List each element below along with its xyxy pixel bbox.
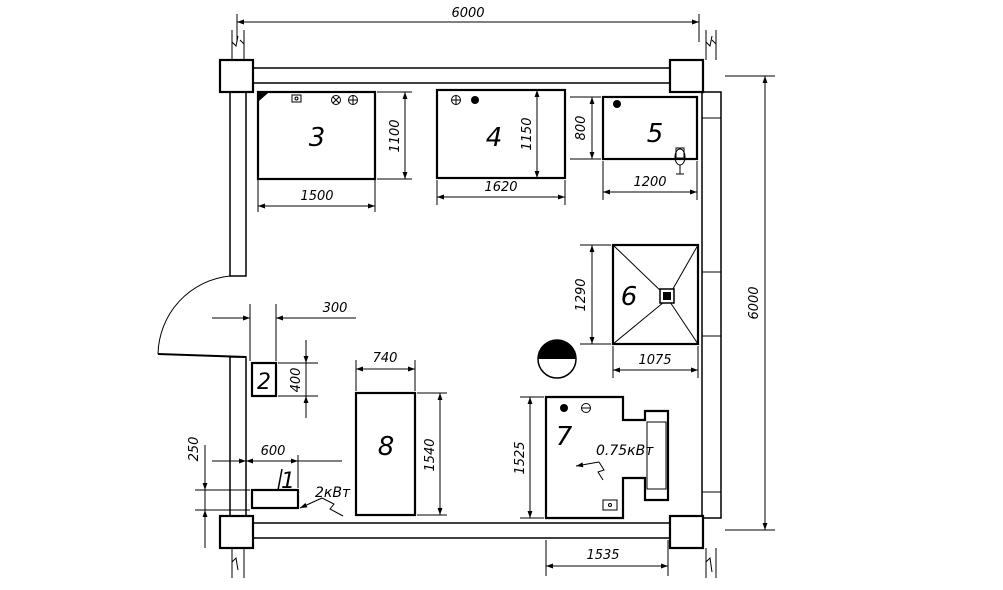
item-6-number: 6 xyxy=(621,282,638,312)
column-bottom-left xyxy=(218,514,255,550)
item-1-width-label: 600 xyxy=(261,444,286,459)
item-4-height-label: 1150 xyxy=(520,117,535,150)
overall-height-label: 6000 xyxy=(747,286,762,319)
item-5-sink: 5 1200 800 xyxy=(570,95,699,200)
item-2-width-label: 300 xyxy=(323,301,348,316)
column-top-left xyxy=(218,58,255,94)
column-bottom-right xyxy=(668,514,705,550)
item-6-height-label: 1290 xyxy=(574,278,589,311)
item-8-number: 8 xyxy=(378,432,395,462)
item-1-heater: 1 2кВт 600 250 xyxy=(187,437,351,548)
item-5-width-label: 1200 xyxy=(633,175,666,190)
overall-width-label: 6000 xyxy=(451,6,484,21)
item-8-table: 8 740 1540 xyxy=(354,351,447,517)
item-4-unit: 4 1620 1150 xyxy=(435,88,567,205)
item-4-width-label: 1620 xyxy=(484,180,517,195)
item-1-number: 1 xyxy=(281,469,295,494)
item-4-number: 4 xyxy=(486,123,503,153)
item-8-height-label: 1540 xyxy=(423,438,438,471)
overall-width-dimension: 6000 xyxy=(236,6,700,42)
item-3-number: 3 xyxy=(309,123,326,153)
overall-height-dimension: 6000 xyxy=(725,75,775,531)
lamp-icon xyxy=(537,339,577,379)
item-7-power-label: 0.75кВт xyxy=(596,443,654,459)
item-7-number: 7 xyxy=(556,422,573,452)
door xyxy=(157,275,247,358)
item-2-height-label: 400 xyxy=(289,368,304,393)
item-5-number: 5 xyxy=(647,119,664,149)
item-7-stove: 7 0.75кВт 1525 1535 xyxy=(513,395,670,576)
item-1-offset-label: 250 xyxy=(187,437,202,462)
item-1-power-label: 2кВт xyxy=(315,485,351,501)
item-6-drain-tray: 6 1290 1075 xyxy=(574,243,700,378)
item-3-width-label: 1500 xyxy=(300,189,333,204)
walls xyxy=(218,30,722,578)
item-2-box: 2 300 400 xyxy=(212,301,356,418)
item-2-number: 2 xyxy=(257,370,271,395)
item-3-stove: 3 1500 1100 xyxy=(256,90,412,212)
column-top-right xyxy=(668,58,705,94)
item-8-width-label: 740 xyxy=(373,351,398,366)
item-5-height-label: 800 xyxy=(574,116,589,141)
item-6-width-label: 1075 xyxy=(638,353,671,368)
item-7-height-label: 1525 xyxy=(513,441,528,474)
item-3-height-label: 1100 xyxy=(388,119,403,152)
item-7-width-label: 1535 xyxy=(586,548,619,563)
